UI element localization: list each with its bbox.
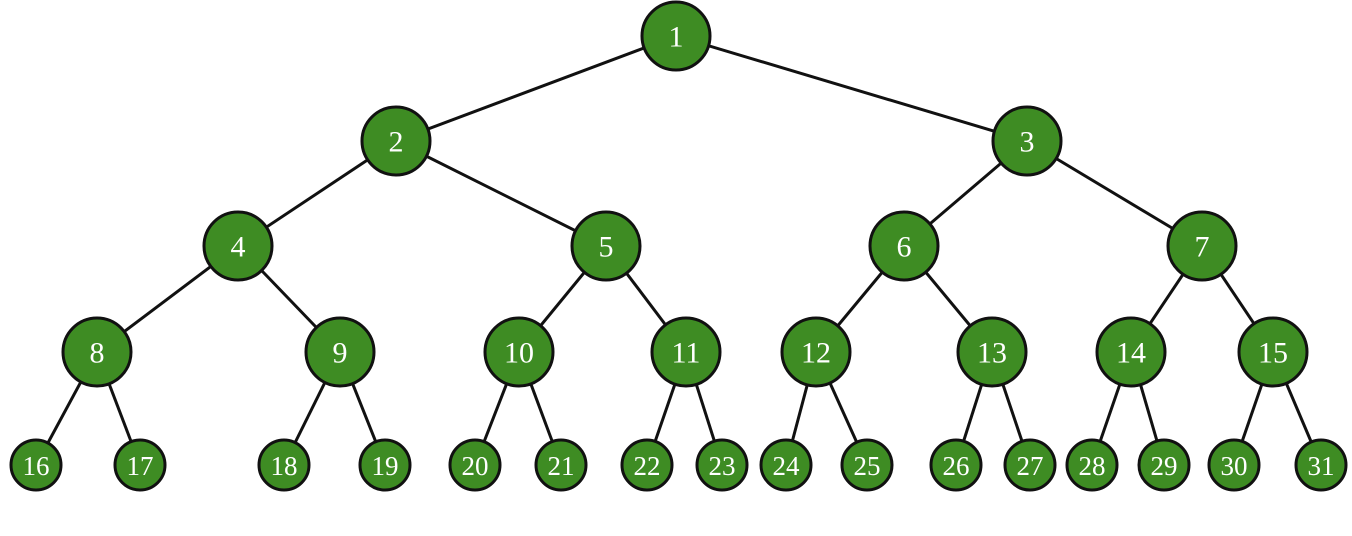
node-circle — [9, 438, 63, 492]
node-circle — [759, 438, 813, 492]
tree-node-23: 23 — [695, 438, 749, 492]
tree-node-27: 27 — [1003, 438, 1057, 492]
tree-node-20: 20 — [448, 438, 502, 492]
node-circle — [570, 210, 642, 282]
node-circle — [780, 316, 852, 388]
tree-node-26: 26 — [929, 438, 983, 492]
node-label: 20 — [462, 451, 489, 481]
node-label: 26 — [943, 451, 970, 481]
tree-node-28: 28 — [1065, 438, 1119, 492]
node-label: 14 — [1116, 337, 1146, 370]
tree-node-11: 11 — [650, 316, 722, 388]
node-circle — [695, 438, 749, 492]
node-circle — [956, 316, 1028, 388]
node-circle — [1166, 210, 1238, 282]
node-circle — [1207, 438, 1261, 492]
node-circle — [650, 316, 722, 388]
tree-node-6: 6 — [868, 210, 940, 282]
tree-node-29: 29 — [1137, 438, 1191, 492]
node-label: 13 — [977, 337, 1007, 370]
node-circle — [640, 0, 712, 72]
node-circle — [358, 438, 412, 492]
node-circle — [257, 438, 311, 492]
tree-node-10: 10 — [483, 316, 555, 388]
node-circle — [304, 316, 376, 388]
node-label: 29 — [1151, 451, 1178, 481]
tree-node-17: 17 — [113, 438, 167, 492]
node-label: 7 — [1195, 231, 1210, 264]
node-label: 30 — [1221, 451, 1248, 481]
edge-1-2 — [395, 34, 677, 143]
node-label: 24 — [773, 451, 801, 481]
node-circle — [868, 210, 940, 282]
node-label: 6 — [897, 231, 912, 264]
node-circle — [448, 438, 502, 492]
tree-node-4: 4 — [202, 210, 274, 282]
tree-node-31: 31 — [1294, 438, 1348, 492]
tree-node-18: 18 — [257, 438, 311, 492]
tree-node-25: 25 — [840, 438, 894, 492]
tree-node-13: 13 — [956, 316, 1028, 388]
node-label: 11 — [672, 337, 701, 370]
node-label: 21 — [548, 451, 575, 481]
node-label: 5 — [599, 231, 614, 264]
node-label: 28 — [1079, 451, 1106, 481]
node-label: 31 — [1308, 451, 1335, 481]
node-circle — [534, 438, 588, 492]
node-label: 3 — [1020, 126, 1035, 159]
node-circle — [113, 438, 167, 492]
node-circle — [1095, 316, 1167, 388]
tree-node-22: 22 — [620, 438, 674, 492]
node-circle — [1003, 438, 1057, 492]
node-circle — [1237, 316, 1309, 388]
node-circle — [483, 316, 555, 388]
node-label: 22 — [634, 451, 661, 481]
tree-node-5: 5 — [570, 210, 642, 282]
node-label: 2 — [389, 126, 404, 159]
node-circle — [620, 438, 674, 492]
tree-node-15: 15 — [1237, 316, 1309, 388]
node-label: 12 — [801, 337, 831, 370]
node-label: 17 — [127, 451, 154, 481]
edge-1-3 — [675, 34, 1028, 143]
node-circle — [360, 105, 432, 177]
node-circle — [1294, 438, 1348, 492]
node-circle — [202, 210, 274, 282]
tree-node-30: 30 — [1207, 438, 1261, 492]
node-label: 16 — [23, 451, 50, 481]
node-circle — [61, 316, 133, 388]
tree-node-24: 24 — [759, 438, 813, 492]
tree-node-8: 8 — [61, 316, 133, 388]
node-circle — [929, 438, 983, 492]
node-label: 15 — [1258, 337, 1288, 370]
node-circle — [991, 105, 1063, 177]
tree-node-7: 7 — [1166, 210, 1238, 282]
tree-node-12: 12 — [780, 316, 852, 388]
node-circle — [1065, 438, 1119, 492]
node-label: 8 — [90, 337, 105, 370]
node-label: 18 — [271, 451, 298, 481]
node-label: 10 — [504, 337, 534, 370]
tree-node-1: 1 — [640, 0, 712, 72]
node-label: 9 — [333, 337, 348, 370]
tree-node-9: 9 — [304, 316, 376, 388]
tree-node-2: 2 — [360, 105, 432, 177]
node-label: 23 — [709, 451, 736, 481]
tree-node-21: 21 — [534, 438, 588, 492]
node-circle — [1137, 438, 1191, 492]
node-label: 25 — [854, 451, 881, 481]
node-label: 19 — [372, 451, 399, 481]
tree-node-16: 16 — [9, 438, 63, 492]
node-label: 1 — [669, 21, 684, 54]
node-circle — [840, 438, 894, 492]
node-label: 27 — [1017, 451, 1044, 481]
edge-2-5 — [395, 139, 607, 248]
tree-node-3: 3 — [991, 105, 1063, 177]
tree-node-19: 19 — [358, 438, 412, 492]
node-label: 4 — [231, 231, 246, 264]
tree-node-14: 14 — [1095, 316, 1167, 388]
